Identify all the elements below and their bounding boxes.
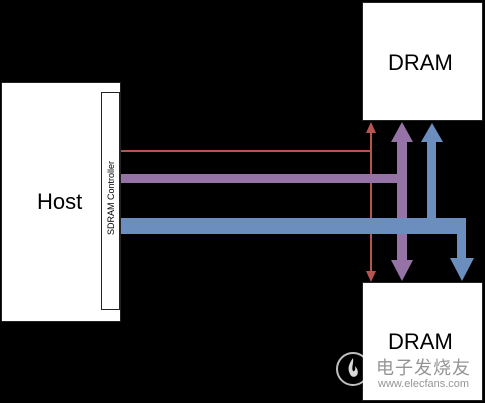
dram-top-label: DRAM	[388, 50, 453, 75]
watermark-url: www.elecfans.com	[378, 378, 470, 390]
purple-arrow-down-icon	[391, 260, 413, 281]
purple-signal-bus	[121, 122, 413, 281]
blue-data-bus	[121, 123, 474, 281]
purple-arrow-up-icon	[391, 122, 413, 142]
watermark-logo-icon	[336, 352, 370, 386]
blue-arrow-down-icon	[450, 258, 474, 281]
sdram-controller-block: SDRAM Controller	[101, 92, 120, 310]
dram-bottom-label: DRAM	[388, 329, 453, 354]
dram-bottom-block: DRAM	[362, 282, 483, 401]
red-signal-bus	[121, 122, 376, 282]
blue-arrow-up-icon	[421, 123, 443, 142]
red-arrow-up-icon	[366, 122, 376, 133]
host-label: Host	[37, 189, 83, 214]
dram-top-block: DRAM	[362, 2, 483, 121]
red-arrow-down-icon	[366, 271, 376, 282]
watermark-text: 电子发烧友	[376, 358, 471, 378]
